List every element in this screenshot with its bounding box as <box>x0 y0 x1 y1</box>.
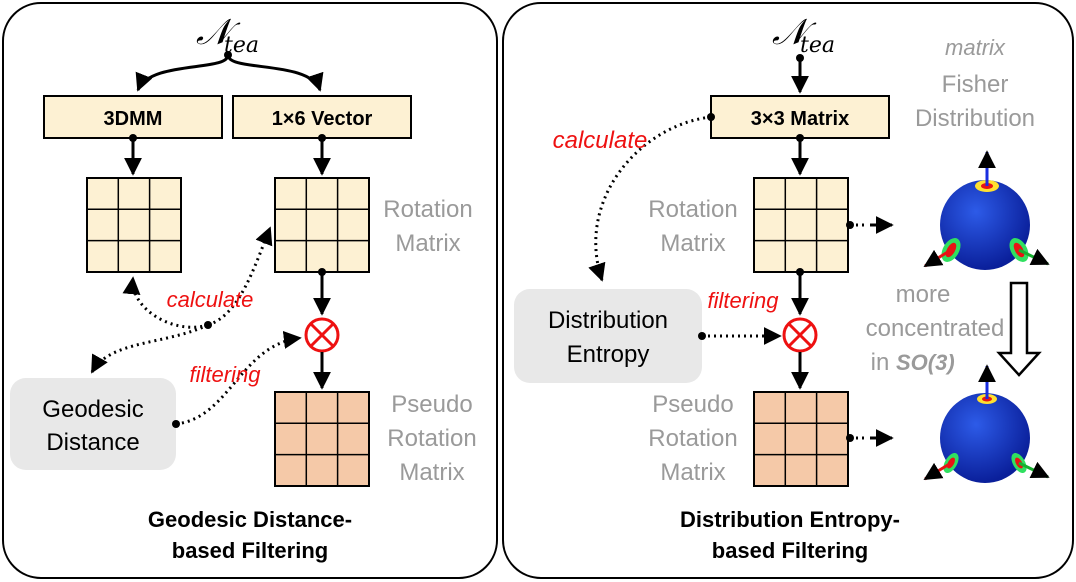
split-arrow-right <box>226 54 324 92</box>
entropy-label-2: Entropy <box>567 341 650 368</box>
box-vector-label: 1×6 Vector <box>272 108 373 130</box>
left-rotation-label-1: Rotation <box>383 196 472 223</box>
right-panel-frame <box>502 2 1074 579</box>
box-vector <box>232 95 412 139</box>
matrix-rotation-right <box>753 177 849 273</box>
left-filtering-label: filtering <box>190 362 262 387</box>
right-pseudo-label-2: Rotation <box>648 425 737 452</box>
right-title-line-2: based Filtering <box>712 538 868 563</box>
box-3dmm <box>43 95 223 139</box>
left-filter-op <box>304 317 340 353</box>
left-title-line-2: based Filtering <box>172 538 328 563</box>
right-pseudo-label-1: Pseudo <box>652 391 733 418</box>
right-filter-op <box>782 317 818 353</box>
matrix-pseudo-left <box>274 391 370 487</box>
right-rotation-label-2: Matrix <box>660 230 725 257</box>
left-pseudo-label-2: Rotation <box>387 425 476 452</box>
fisher-sphere-top <box>923 150 1050 270</box>
right-teacher-subscript: tea <box>800 33 835 58</box>
left-pseudo-label-1: Pseudo <box>391 391 472 418</box>
box-3dmm-label: 3DMM <box>104 108 163 130</box>
left-pseudo-label-3: Matrix <box>399 459 464 486</box>
left-panel: 𝒩 tea 3DMM 1×6 Vector Rotation Matrix <box>10 12 477 563</box>
right-rotation-label-1: Rotation <box>648 196 737 223</box>
right-panel: 𝒩 tea 3×3 Matrix calculate Rotation Matr… <box>514 12 1050 563</box>
left-title-line-1: Geodesic Distance- <box>148 507 352 532</box>
geodesic-label-1: Geodesic <box>42 396 143 423</box>
box-3x3-matrix-label: 3×3 Matrix <box>751 108 849 130</box>
concentrated-label-3: in <box>871 349 890 376</box>
left-calculate-label: calculate <box>167 287 254 312</box>
fisher-label-3: Distribution <box>915 105 1035 132</box>
fisher-label-1: matrix <box>945 35 1006 60</box>
entropy-label-1: Distribution <box>548 307 668 334</box>
matrix-3dmm <box>86 177 182 273</box>
fisher-label-2: Fisher <box>942 71 1009 98</box>
box-3x3-matrix <box>710 95 890 139</box>
matrix-pseudo-right <box>753 391 849 487</box>
right-title-line-1: Distribution Entropy- <box>680 507 900 532</box>
right-calculate-label: calculate <box>553 127 648 154</box>
matrix-rotation-left <box>274 177 370 273</box>
distribution-entropy-box <box>514 289 702 383</box>
right-pseudo-label-3: Matrix <box>660 459 725 486</box>
geodesic-distance-box <box>10 378 176 470</box>
fisher-sphere-bottom <box>923 364 1050 483</box>
left-panel-frame <box>2 2 498 579</box>
geodesic-label-2: Distance <box>46 429 139 456</box>
right-filtering-label: filtering <box>708 288 780 313</box>
concentration-arrow <box>996 281 1042 377</box>
split-arrow-left <box>135 54 230 92</box>
concentrated-label-2: concentrated <box>866 315 1005 342</box>
concentrated-label-1: more <box>896 281 951 308</box>
left-rotation-label-2: Matrix <box>395 230 460 257</box>
so3-label: SO(3) <box>896 350 955 375</box>
